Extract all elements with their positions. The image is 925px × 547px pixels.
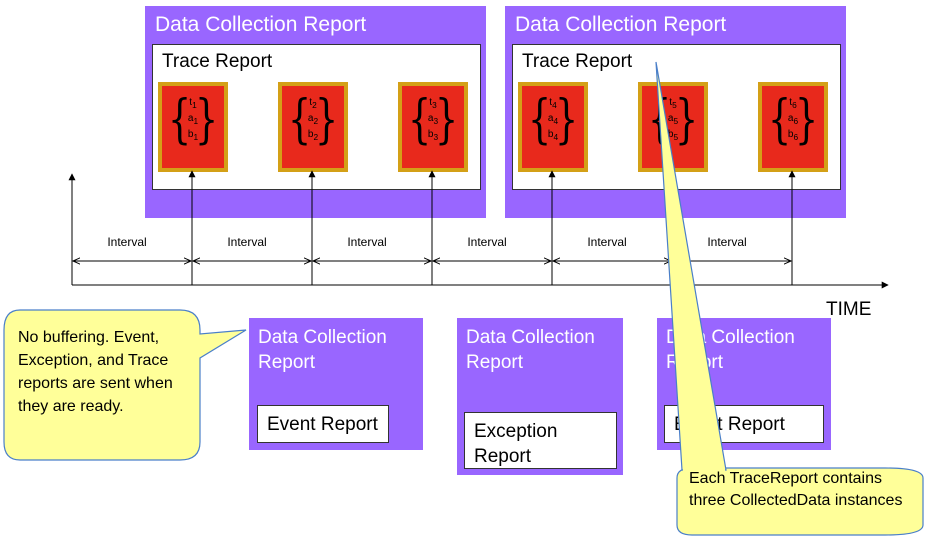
data-collection-report-title: Data Collection Report [515, 13, 727, 36]
callout-right-text: Each TraceReport contains three Collecte… [689, 470, 903, 509]
callout-left-shape [3, 309, 247, 461]
data-collection-report-title: Data Collection Report [466, 327, 595, 373]
event-report-box: Event Report [257, 405, 389, 443]
collected-data-2: {} t2 a2 b2 [278, 82, 348, 172]
interval-label: Interval [467, 235, 507, 249]
interval-label: Interval [347, 235, 387, 249]
collected-data-5: {} t5 a5 b5 [638, 82, 708, 172]
callout-right-shape [655, 61, 924, 536]
collected-data-values: t2 a2 b2 [307, 97, 319, 142]
callout-left-text: No buffering. Event, Exception, and Trac… [18, 329, 173, 415]
trace-report-title: Trace Report [162, 51, 273, 72]
exception-report-box: Exception Report [464, 412, 617, 469]
data-collection-report-title: Data Collection Report [155, 13, 367, 36]
collected-data-3: {} t3 a3 b3 [398, 82, 468, 172]
interval-label: Interval [227, 235, 267, 249]
collected-data-6: {} t6 a6 b6 [758, 82, 828, 172]
data-collection-report-exception: Data Collection Report Exception Report [457, 318, 623, 475]
data-collection-report-title: Data Collection Report [258, 327, 387, 373]
collected-data-values: t3 a3 b3 [427, 97, 439, 142]
collected-data-values: t4 a4 b4 [547, 97, 559, 142]
interval-label: Interval [587, 235, 627, 249]
collected-data-1: {} t1 a1 b1 [158, 82, 228, 172]
collected-data-values: t1 a1 b1 [187, 97, 199, 142]
data-collection-report-event-1: Data Collection Report Event Report [249, 318, 423, 450]
collected-data-4: {} t4 a4 b4 [518, 82, 588, 172]
interval-label: Interval [707, 235, 747, 249]
trace-report-title: Trace Report [522, 51, 633, 72]
interval-label: Interval [107, 235, 147, 249]
collected-data-values: t5 a5 b5 [667, 97, 679, 142]
collected-data-values: t6 a6 b6 [787, 97, 799, 142]
time-axis-label: TIME [826, 299, 872, 320]
